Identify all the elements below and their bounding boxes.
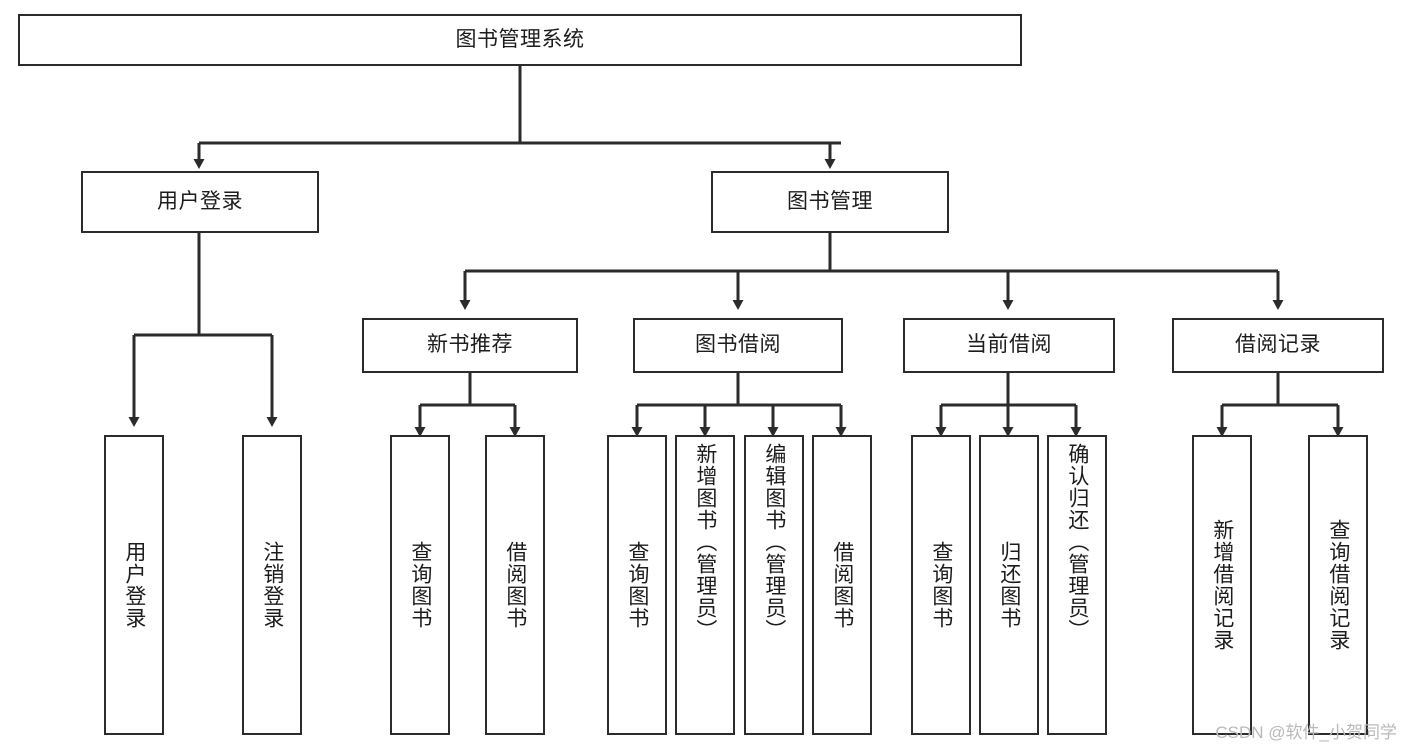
leaf-bb-query-book[interactable]: 查询图书 — [607, 435, 667, 735]
leaf-bb-borrow-book[interactable]: 借阅图书 — [812, 435, 872, 735]
leaf-user-login[interactable]: 用户登录 — [104, 435, 164, 735]
node-root[interactable]: 图书管理系统 — [18, 14, 1022, 66]
node-borrow-record[interactable]: 借阅记录 — [1172, 318, 1384, 373]
node-book-manage[interactable]: 图书管理 — [711, 171, 949, 233]
leaf-cb-confirm-return-label: 确认归还（管理员） — [1065, 443, 1089, 641]
leaf-br-query-record[interactable]: 查询借阅记录 — [1308, 435, 1368, 735]
node-new-book-recommend-label: 新书推荐 — [427, 333, 513, 357]
leaf-br-add-record-label: 新增借阅记录 — [1210, 519, 1234, 651]
node-user-login-label: 用户登录 — [157, 189, 243, 213]
leaf-nb-query-book[interactable]: 查询图书 — [390, 435, 450, 735]
watermark: CSDN @软件_小贺同学 — [1215, 723, 1397, 742]
leaf-br-query-record-label: 查询借阅记录 — [1326, 519, 1350, 651]
node-book-borrow[interactable]: 图书借阅 — [633, 318, 843, 373]
leaf-cb-return-book-label: 归还图书 — [997, 541, 1021, 629]
leaf-cb-query-book[interactable]: 查询图书 — [911, 435, 971, 735]
leaf-cb-query-book-label: 查询图书 — [929, 541, 953, 629]
node-borrow-record-label: 借阅记录 — [1235, 333, 1321, 357]
leaf-bb-add-book-label: 新增图书（管理员） — [693, 443, 717, 641]
leaf-user-login-label: 用户登录 — [122, 541, 146, 629]
leaf-cb-return-book[interactable]: 归还图书 — [979, 435, 1039, 735]
leaf-br-add-record[interactable]: 新增借阅记录 — [1192, 435, 1252, 735]
leaf-bb-borrow-book-label: 借阅图书 — [830, 541, 854, 629]
leaf-cb-confirm-return[interactable]: 确认归还（管理员） — [1047, 435, 1107, 735]
leaf-logout-label: 注销登录 — [260, 541, 284, 629]
leaf-nb-borrow-book[interactable]: 借阅图书 — [485, 435, 545, 735]
node-new-book-recommend[interactable]: 新书推荐 — [362, 318, 578, 373]
leaf-nb-query-book-label: 查询图书 — [408, 541, 432, 629]
leaf-bb-query-book-label: 查询图书 — [625, 541, 649, 629]
leaf-nb-borrow-book-label: 借阅图书 — [503, 541, 527, 629]
node-book-manage-label: 图书管理 — [787, 189, 873, 213]
node-current-borrow-label: 当前借阅 — [966, 333, 1052, 357]
node-book-borrow-label: 图书借阅 — [695, 333, 781, 357]
leaf-logout[interactable]: 注销登录 — [242, 435, 302, 735]
node-root-label: 图书管理系统 — [455, 27, 585, 51]
node-user-login[interactable]: 用户登录 — [81, 171, 319, 233]
leaf-bb-edit-book-label: 编辑图书（管理员） — [762, 443, 786, 641]
leaf-bb-edit-book[interactable]: 编辑图书（管理员） — [744, 435, 804, 735]
leaf-bb-add-book[interactable]: 新增图书（管理员） — [675, 435, 735, 735]
node-current-borrow[interactable]: 当前借阅 — [903, 318, 1115, 373]
